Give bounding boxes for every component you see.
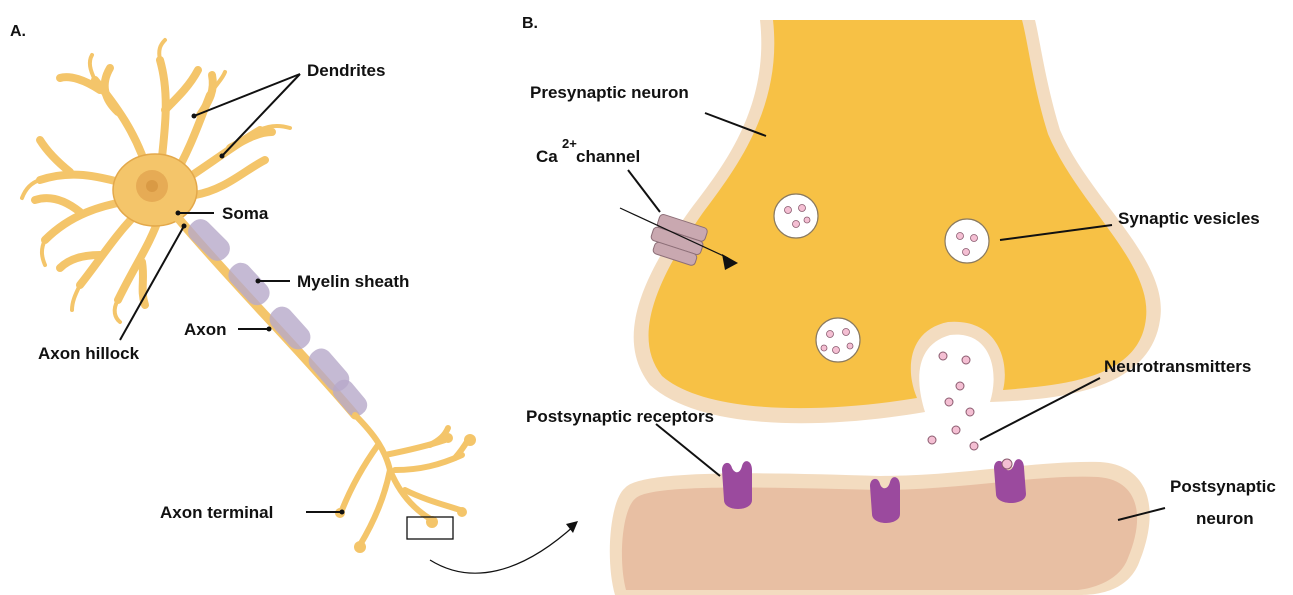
label-soma: Soma [222,204,269,223]
label-postsynaptic-neuron-line1: Postsynaptic [1170,477,1276,496]
label-postsynaptic-neuron-line2: neuron [1196,509,1254,528]
label-presynaptic-neuron: Presynaptic neuron [530,83,689,102]
zoom-arrow [430,525,575,573]
fused-vesicle-pocket [925,345,984,402]
synaptic-vesicle [816,318,860,362]
postsynaptic-receptor [722,461,752,509]
nucleolus [146,180,158,192]
synapse-illustration [610,20,1161,595]
label-ca-superscript: 2+ [562,136,577,151]
label-myelin-sheath: Myelin sheath [297,272,409,291]
panel-a-label: A. [10,23,26,40]
synaptic-vesicle [945,219,989,263]
label-ca-channel: channel [576,147,640,166]
label-axon-terminal: Axon terminal [160,503,273,522]
neuron-illustration [22,40,476,553]
label-axon: Axon [184,320,227,339]
panel-b-label: B. [522,15,538,32]
myelin-segments [184,215,372,421]
label-ca-prefix: Ca [536,147,558,166]
label-postsynaptic-receptors: Postsynaptic receptors [526,407,714,426]
label-axon-hillock: Axon hillock [38,344,140,363]
label-synaptic-vesicles: Synaptic vesicles [1118,209,1260,228]
bound-neurotransmitter [1002,459,1012,469]
presynaptic-neuron-body [649,20,1147,408]
label-neurotransmitters: Neurotransmitters [1104,357,1251,376]
synaptic-vesicle [774,194,818,238]
label-dendrites: Dendrites [307,61,385,80]
